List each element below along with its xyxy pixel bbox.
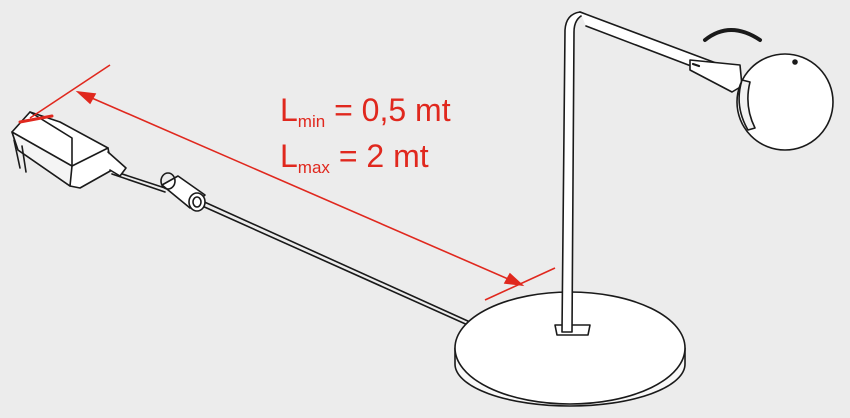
lamp-base: [454, 291, 686, 407]
lamp-stem: [561, 11, 741, 333]
ferrite-bead: [160, 172, 206, 212]
length-min-label: Lmin = 0,5 mt: [280, 92, 451, 131]
arrowhead-right: [503, 272, 525, 287]
power-cable: [109, 169, 471, 327]
lamp-hinge: [689, 28, 762, 93]
lamp-head: [736, 53, 834, 151]
dimension-extension-left: [29, 64, 111, 119]
dimension-line: [77, 91, 523, 286]
arrowhead-left: [75, 90, 97, 105]
power-adapter: [11, 111, 127, 189]
length-dimension: [29, 64, 556, 301]
length-max-label: Lmax = 2 mt: [280, 138, 429, 177]
